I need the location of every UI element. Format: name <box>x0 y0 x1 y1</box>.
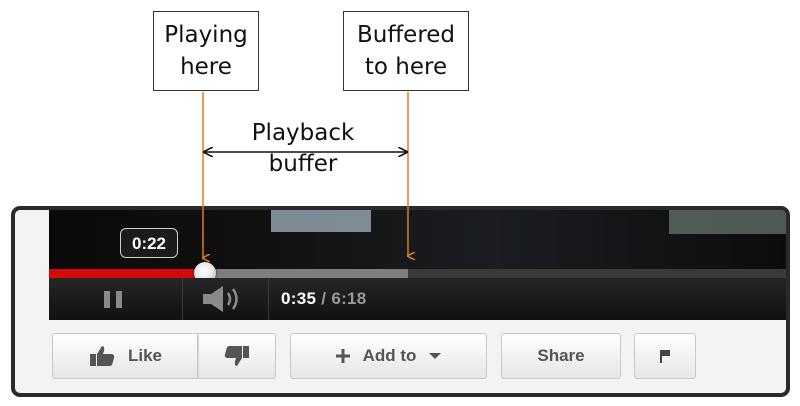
like-button[interactable]: Like <box>52 333 198 379</box>
playback-buffer-line2: buffer <box>268 151 338 177</box>
flag-button[interactable] <box>634 333 696 379</box>
dislike-button[interactable] <box>198 333 276 379</box>
played-progress <box>49 269 205 278</box>
like-label: Like <box>127 346 163 365</box>
pause-button[interactable] <box>49 278 183 320</box>
total-time: 6:18 <box>331 289 367 308</box>
share-label: Share <box>537 346 585 365</box>
add-to-button[interactable]: Add to <box>290 333 487 379</box>
time-tooltip: 0:22 <box>120 228 178 258</box>
volume-button[interactable] <box>183 278 269 320</box>
playback-buffer-line1: Playback <box>251 120 355 146</box>
buffered-progress <box>49 269 409 278</box>
share-button[interactable]: Share <box>501 333 621 379</box>
buffered-to-here-callout: Buffered to here <box>343 11 469 91</box>
volume-icon <box>203 286 238 312</box>
time-separator: / <box>316 289 332 308</box>
playback-buffer-label: Playback buffer <box>240 118 366 180</box>
time-display: 0:35 / 6:18 <box>281 289 367 309</box>
thumbs-down-icon <box>224 346 249 366</box>
playing-here-callout: Playing here <box>153 11 259 91</box>
playing-here-line1: Playing <box>164 22 248 48</box>
progress-bar[interactable] <box>49 262 786 284</box>
video-content-highlight <box>669 210 786 234</box>
buffered-line1: Buffered <box>356 22 456 48</box>
add-to-label: Add to <box>362 346 417 365</box>
flag-icon <box>660 350 670 363</box>
buffered-line2: to here <box>364 54 448 80</box>
current-time: 0:35 <box>281 289 317 308</box>
playing-here-line2: here <box>180 54 232 80</box>
video-content-highlight <box>271 210 371 232</box>
video-player: 0:22 0:35 / 6:18 Like <box>11 206 790 397</box>
plus-icon <box>335 349 350 363</box>
thumbs-up-icon <box>89 346 115 366</box>
control-bar: 0:35 / 6:18 <box>49 278 786 320</box>
caret-down-icon <box>429 353 442 359</box>
